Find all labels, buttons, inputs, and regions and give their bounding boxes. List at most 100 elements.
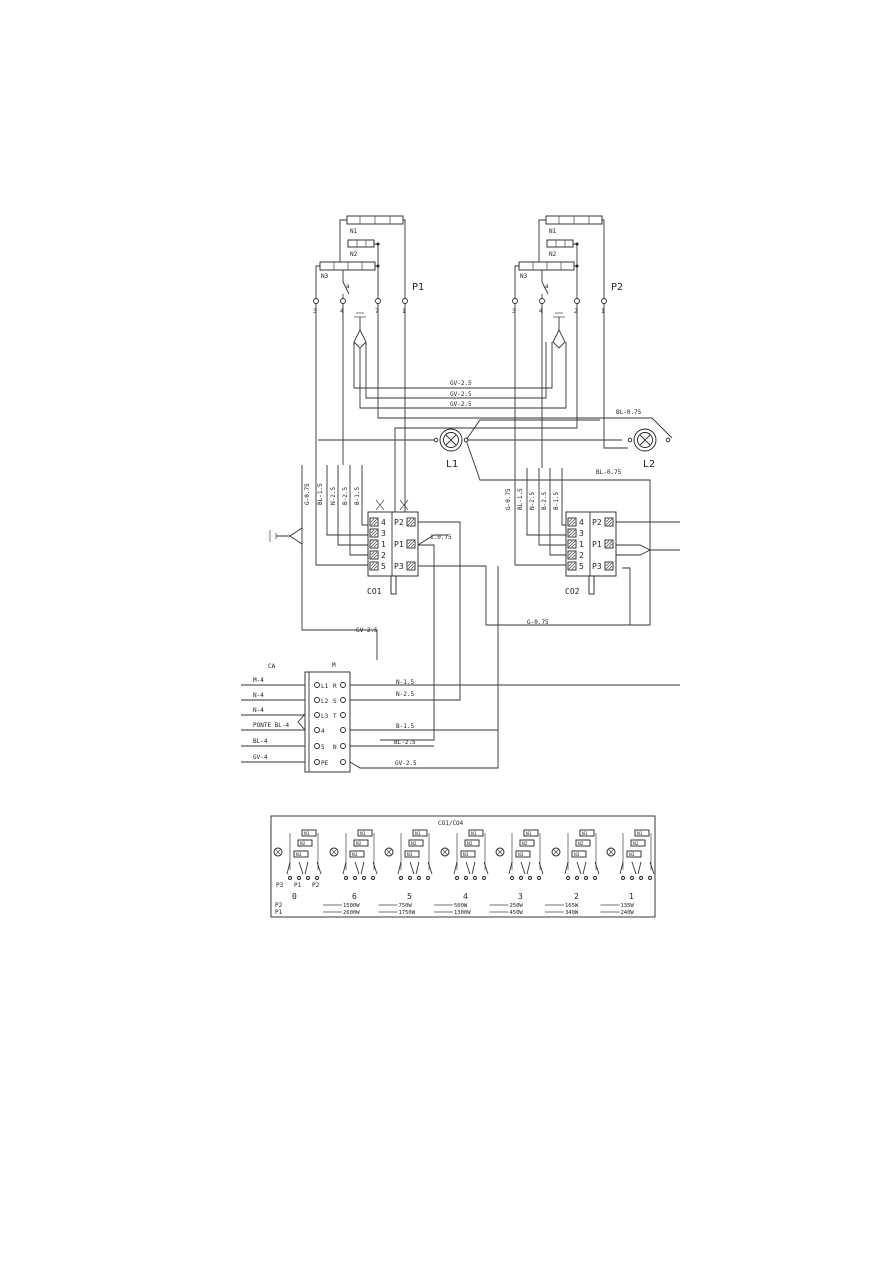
mains-terminal-r-4: N: [333, 744, 337, 751]
small-p2: P2: [312, 882, 320, 889]
p1-n3-label: N3: [321, 273, 329, 280]
svg-text:N2: N2: [633, 841, 639, 847]
wire-gv25-a: GV-2.5: [450, 380, 472, 387]
p1-term-7: 7: [375, 308, 379, 315]
svg-text:N2: N2: [411, 841, 417, 847]
p1-term-1: 1: [402, 308, 406, 315]
position-2: 2: [574, 892, 579, 901]
mains-m-label: M: [332, 662, 336, 669]
co1-wire-labels: G-0.75 BL-1.5 N-2.5 B-2.5 B-1.5: [304, 483, 361, 505]
mains-terminal-r-0: R: [333, 683, 337, 690]
svg-text:a: a: [545, 283, 549, 290]
mains-ca-label: CA: [268, 663, 276, 670]
lamp-l1-label: L1: [446, 459, 458, 470]
svg-text:N1: N1: [526, 831, 532, 837]
p2-n2-label: N2: [549, 251, 557, 258]
mains-terminal-1: L2: [321, 698, 329, 705]
co2-label: CO2: [565, 587, 580, 596]
p2-term-3: 3: [512, 308, 516, 315]
mains-terminal-0: L1: [321, 683, 329, 690]
row-label-p1: P1: [275, 909, 283, 916]
mains-terminal-r-1: S: [333, 698, 337, 705]
power-p2-5: 135W: [621, 903, 635, 909]
position-6: 6: [352, 892, 357, 901]
svg-text:N1: N1: [304, 831, 310, 837]
row-label-p2: P2: [275, 902, 283, 909]
co1-p3-label: P3: [394, 562, 404, 571]
co1-wiring: GV-2.5: [269, 465, 409, 660]
p1-term-4: 4: [340, 308, 344, 315]
co2-term-3: 3: [579, 529, 584, 538]
position-5: 5: [407, 892, 412, 901]
power-p1-3: 450W: [510, 910, 524, 916]
mains-terminal-r-2: T: [333, 713, 337, 720]
wire-bl075-top: BL-0.75: [616, 409, 642, 416]
lamp-l1: L1: [433, 428, 469, 470]
wire-gv25-b: GV-2.5: [450, 391, 472, 398]
p2-term-2: 2: [574, 308, 578, 315]
position-4: 4: [463, 892, 468, 901]
co2-term-2: 2: [579, 551, 584, 560]
interconnect-wiring: GV-2.5 GV-2.5 GV-2.5 BL-0.75 BL-0.75: [315, 304, 673, 626]
svg-text:N2: N2: [522, 841, 528, 847]
mains-terminal-4: 5: [321, 744, 325, 751]
svg-text:N3: N3: [629, 852, 635, 858]
lamp-l2-label: L2: [643, 459, 655, 470]
mains-input-0: M-4: [253, 677, 264, 684]
svg-text:G-0.75: G-0.75: [304, 483, 311, 505]
svg-text:N3: N3: [463, 852, 469, 858]
p1-n3-resistor: [319, 261, 376, 271]
svg-text:N3: N3: [352, 852, 358, 858]
mains-input-2: N-4: [253, 707, 264, 714]
svg-text:N3: N3: [574, 852, 580, 858]
power-p2-0: 1500W: [343, 903, 360, 909]
mains-input-1: N-4: [253, 692, 264, 699]
svg-text:N2: N2: [467, 841, 473, 847]
co1-term-5: 5: [381, 562, 386, 571]
p1-n2-resistor: [347, 239, 375, 248]
co2-term-4: 4: [579, 518, 584, 527]
power-p2-2: 500W: [454, 903, 468, 909]
mains-terminal-3: 4: [321, 728, 325, 735]
svg-text:N3: N3: [296, 852, 302, 858]
position-1: 1: [629, 892, 634, 901]
wire-n15: N-1.5: [396, 679, 414, 686]
off-position: 0: [292, 892, 297, 901]
svg-text:N3: N3: [407, 852, 413, 858]
burner-p1: N1 N2 N3 a 3 4 7 1 P1: [313, 215, 424, 349]
p2-term-1: 1: [601, 308, 605, 315]
position-3: 3: [518, 892, 523, 901]
p2-n3-label: N3: [520, 273, 528, 280]
svg-text:B-1.5: B-1.5: [553, 492, 560, 510]
wire-g075: G-0.75: [527, 619, 549, 626]
p2-n2-resistor: [546, 239, 574, 248]
svg-text:N2: N2: [300, 841, 306, 847]
p2-term-4: 4: [539, 308, 543, 315]
p1-n2-label: N2: [350, 251, 358, 258]
power-p1-2: 1300W: [454, 910, 471, 916]
power-p1-4: 340W: [565, 910, 579, 916]
svg-text:N2: N2: [356, 841, 362, 847]
co2-p3-label: P3: [592, 562, 602, 571]
p2-label: P2: [611, 282, 623, 293]
lamp-l2: L2: [627, 428, 671, 470]
co2-term-1: 1: [579, 540, 584, 549]
power-p1-0: 2600W: [343, 910, 360, 916]
power-p2-1: 750W: [399, 903, 413, 909]
svg-text:N1: N1: [360, 831, 366, 837]
p1-label: P1: [412, 282, 424, 293]
burner-p2: N1 N2 N3 a 3 4 2 1 P2: [512, 215, 623, 349]
small-p3: P3: [276, 882, 284, 889]
svg-text:N2: N2: [578, 841, 584, 847]
svg-text:N-2.5: N-2.5: [330, 487, 337, 505]
svg-text:N3: N3: [518, 852, 524, 858]
wire-b15: B-1.5: [396, 723, 414, 730]
wire-bl075-mid: BL-0.75: [596, 469, 622, 476]
svg-text:N1: N1: [582, 831, 588, 837]
co1-term-3: 3: [381, 529, 386, 538]
svg-text:B-2.5: B-2.5: [342, 487, 349, 505]
svg-text:N1: N1: [415, 831, 421, 837]
co1-term-4: 4: [381, 518, 386, 527]
